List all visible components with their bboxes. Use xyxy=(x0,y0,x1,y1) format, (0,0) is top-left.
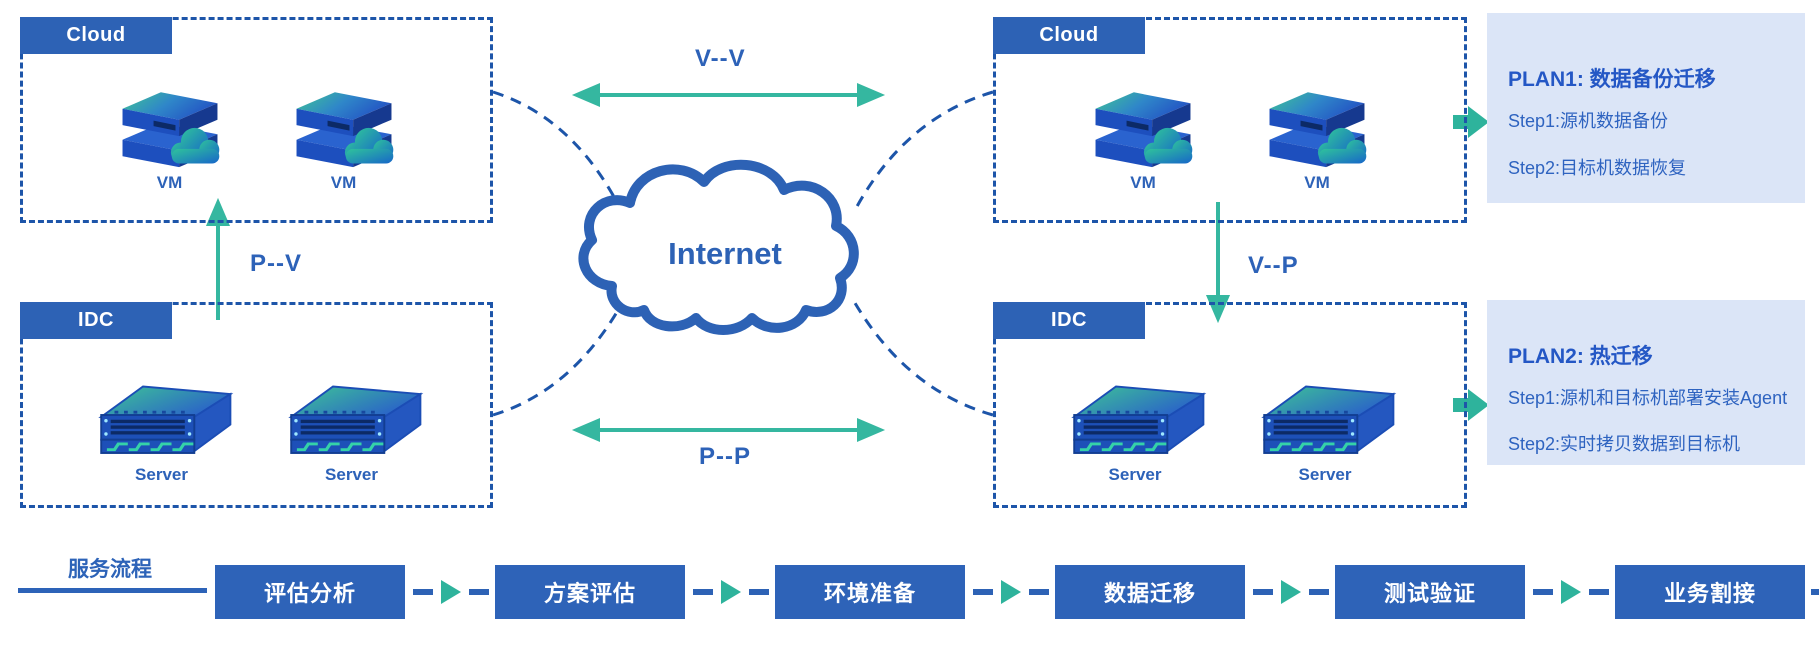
flow-connector-dash xyxy=(1253,589,1273,595)
internet-cloud: Internet xyxy=(578,159,859,335)
vm-label: VM xyxy=(1304,173,1330,192)
pp-arrowhead-left xyxy=(571,417,600,443)
server-icon xyxy=(276,369,428,461)
server-label: Server xyxy=(1298,465,1352,484)
vm-icon xyxy=(289,85,399,169)
flow-connector-dash xyxy=(469,589,489,595)
vm-node: VM xyxy=(1088,85,1198,193)
flow-connector-dash xyxy=(413,589,433,595)
pv-arrow-label: P--V xyxy=(250,250,302,277)
vm-node: VM xyxy=(1262,85,1372,193)
pp-arrowhead-right xyxy=(857,417,886,443)
service-flow-label: 服务流程 xyxy=(68,558,152,581)
server-node: Server xyxy=(276,369,428,485)
server-node: Server xyxy=(1059,369,1211,485)
vm-label: VM xyxy=(1130,173,1156,192)
flow-connector-dash xyxy=(973,589,993,595)
flow-connector-dash xyxy=(1589,589,1609,595)
pp-arrow-label: P--P xyxy=(699,443,751,470)
flow-connector-dash xyxy=(693,589,713,595)
service-flow-underline xyxy=(18,588,207,593)
flow-step-2: 方案评估 xyxy=(495,565,685,619)
flow-connector-arrow-icon xyxy=(1281,580,1301,604)
dashed-link-top-left xyxy=(492,90,624,213)
idc-box-right: IDC Server Server xyxy=(993,302,1467,508)
internet-label: Internet xyxy=(668,236,782,271)
server-node: Server xyxy=(1249,369,1401,485)
flow-connector-arrow-icon xyxy=(721,580,741,604)
plan1-title: PLAN1: 数据备份迁移 xyxy=(1508,68,1716,91)
plan2-step2: Step2:实时拷贝数据到目标机 xyxy=(1508,434,1741,454)
vv-arrow-label: V--V xyxy=(695,45,746,72)
flow-connector-dash xyxy=(749,589,769,595)
idc-tag-left: IDC xyxy=(20,302,172,339)
server-icon xyxy=(1249,369,1401,461)
cloud-tag-right: Cloud xyxy=(993,17,1145,54)
vm-node: VM xyxy=(115,85,225,193)
cloud-tag-left: Cloud xyxy=(20,17,172,54)
flow-step-5: 测试验证 xyxy=(1335,565,1525,619)
server-icon xyxy=(1059,369,1211,461)
vp-arrow-label: V--P xyxy=(1248,252,1299,279)
vm-label: VM xyxy=(156,173,183,192)
plan1-step2: Step2:目标机数据恢复 xyxy=(1508,158,1687,178)
server-label: Server xyxy=(1108,465,1162,484)
idc-tag-right: IDC xyxy=(993,302,1145,339)
dashed-link-bottom-left xyxy=(492,297,627,417)
vm-icon xyxy=(1088,85,1198,169)
vv-arrowhead-right xyxy=(857,82,886,108)
server-node: Server xyxy=(86,369,238,485)
plan2-panel: PLAN2: 热迁移 Step1:源机和目标机部署安装Agent Step2:实… xyxy=(1487,300,1805,465)
dashed-link-bottom-right xyxy=(850,297,994,417)
server-icon xyxy=(86,369,238,461)
dashed-link-top-right xyxy=(853,90,994,211)
flow-step-3: 环境准备 xyxy=(775,565,965,619)
flow-connector-arrow-icon xyxy=(441,580,461,604)
vm-icon xyxy=(115,85,225,169)
vm-icon xyxy=(1262,85,1372,169)
flow-step-6: 业务割接 xyxy=(1615,565,1805,619)
plan2-title: PLAN2: 热迁移 xyxy=(1508,345,1653,368)
flow-connector-arrow-icon xyxy=(1001,580,1021,604)
flow-step-4: 数据迁移 xyxy=(1055,565,1245,619)
idc-box-left: IDC Server Server xyxy=(20,302,493,508)
vm-label: VM xyxy=(330,173,357,192)
vm-node: VM xyxy=(289,85,399,193)
server-label: Server xyxy=(135,465,188,484)
plan1-step1: Step1:源机数据备份 xyxy=(1508,111,1669,131)
vv-arrowhead-left xyxy=(571,82,600,108)
flow-connector-dash xyxy=(1029,589,1049,595)
flow-connector-dash xyxy=(1533,589,1553,595)
flow-connector-arrow-icon xyxy=(1561,580,1581,604)
cloud-box-left: Cloud VM VM xyxy=(20,17,493,223)
server-label: Server xyxy=(325,465,378,484)
flow-step-1: 评估分析 xyxy=(215,565,405,619)
flow-connector-dash xyxy=(1309,589,1329,595)
plan2-step1: Step1:源机和目标机部署安装Agent xyxy=(1508,388,1788,408)
plan1-panel: PLAN1: 数据备份迁移 Step1:源机数据备份 Step2:目标机数据恢复 xyxy=(1487,13,1805,203)
flow-connector-dash xyxy=(1811,589,1819,595)
cloud-box-right: Cloud VM VM xyxy=(993,17,1467,223)
